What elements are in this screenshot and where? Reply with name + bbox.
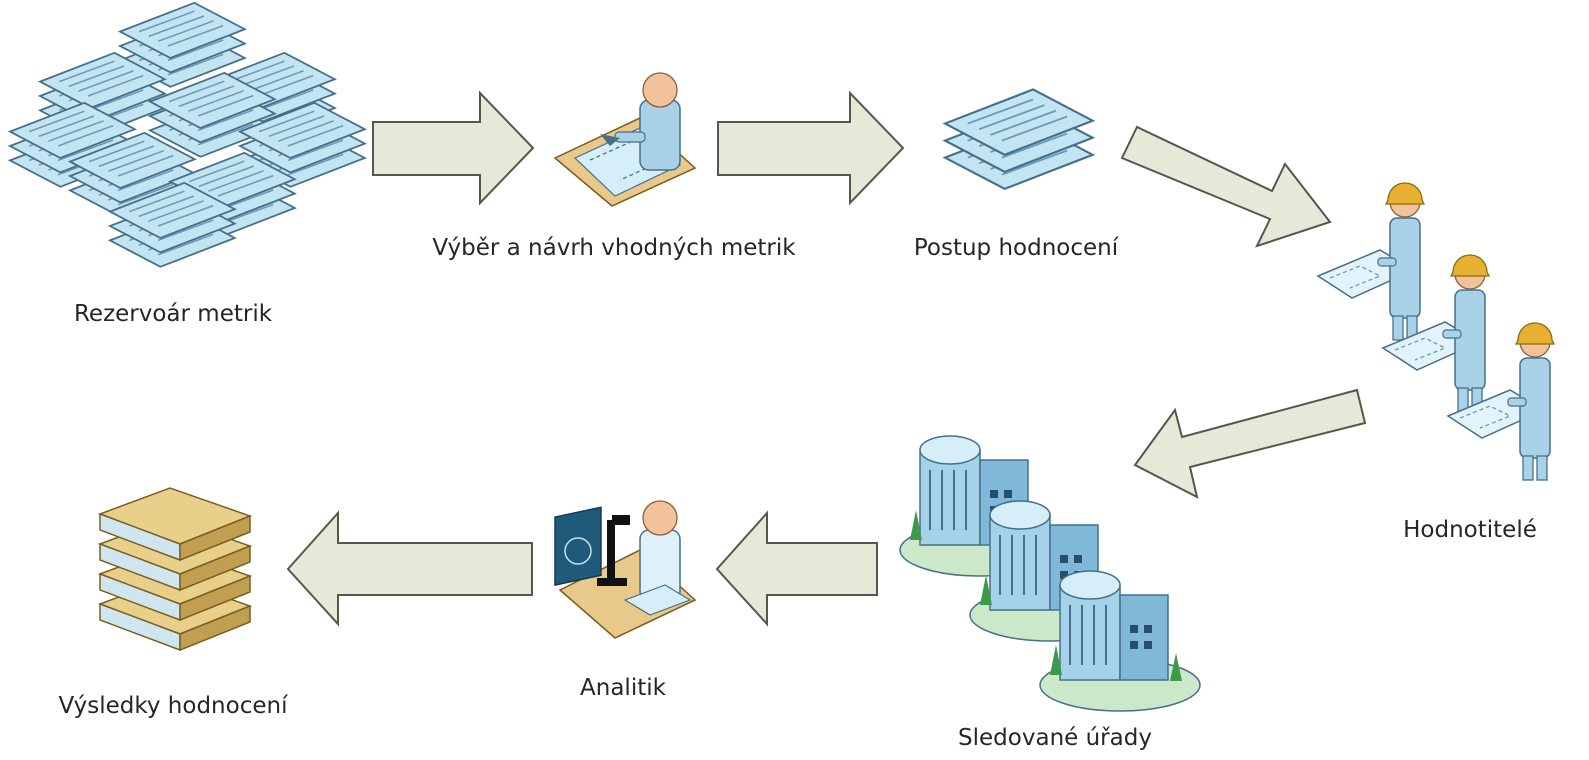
document-pile-icon <box>10 3 365 267</box>
arrow-procedure-to-evaluators <box>1120 125 1332 248</box>
label-offices: Sledované úřady <box>958 725 1152 751</box>
books-icon <box>99 487 251 651</box>
arrow-offices-to-analyst <box>715 510 878 627</box>
designer-at-desk-icon <box>553 72 697 207</box>
analyst-icon <box>554 500 697 639</box>
offices-icon <box>899 435 1201 712</box>
evaluators-icon <box>1317 182 1555 481</box>
label-analyst: Analitik <box>580 675 667 701</box>
label-results: Výsledky hodnocení <box>59 693 289 719</box>
label-reservoir: Rezervoár metrik <box>74 301 273 327</box>
arrow-selection-to-procedure <box>717 90 905 206</box>
arrow-reservoir-to-selection <box>372 90 535 206</box>
arrow-evaluators-to-offices <box>1133 388 1367 499</box>
label-evaluators: Hodnotitelé <box>1403 517 1537 543</box>
label-procedure: Postup hodnocení <box>914 235 1119 261</box>
arrow-analyst-to-results <box>286 510 533 627</box>
label-selection: Výběr a návrh vhodných metrik <box>432 235 796 261</box>
procedure-documents-icon <box>945 89 1093 188</box>
